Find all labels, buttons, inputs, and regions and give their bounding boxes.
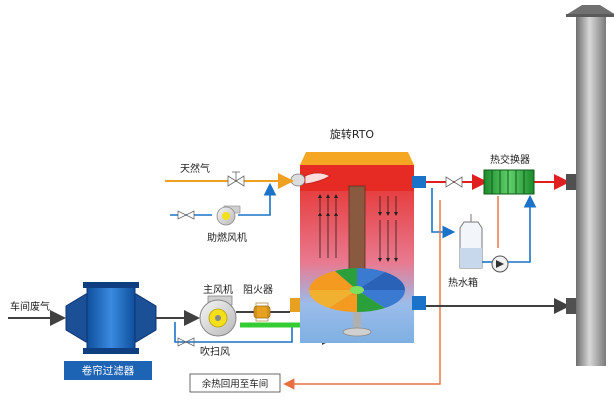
bypass-line <box>431 188 456 239</box>
flame-arrester-label: 阻火器 <box>243 284 273 296</box>
waste-heat-line <box>283 196 499 390</box>
rotary-rto <box>290 152 414 343</box>
combustion-fan-line <box>170 182 277 220</box>
waste-heat-box <box>189 373 281 393</box>
heat-exchanger-label: 热交换器 <box>490 153 530 166</box>
natural-gas-label: 天然气 <box>180 162 210 175</box>
hot-water-tank <box>459 214 483 269</box>
purge-air-label: 吹扫风 <box>200 345 230 358</box>
curtain-filter-label-bg <box>64 361 152 380</box>
curtain-filter-label: 卷帘过滤器 <box>82 364 135 377</box>
exhaust-stack <box>566 5 614 366</box>
combustion-fan-label: 助燃风机 <box>207 231 247 244</box>
clean-gas-line <box>412 296 576 314</box>
pump-to-exchanger-line <box>508 194 537 263</box>
waste-heat-label: 余热回用至车间 <box>202 378 269 390</box>
flame-arrester <box>253 302 271 322</box>
main-fan-label: 主风机 <box>203 283 233 296</box>
workshop-exhaust-label: 车间废气 <box>10 300 50 313</box>
rto-flow-arrows <box>318 194 398 262</box>
heat-exchanger <box>483 169 535 195</box>
rto-inlet-flange <box>290 298 300 312</box>
water-pump <box>482 255 509 273</box>
natural-gas-line <box>165 171 294 189</box>
rto-title: 旋转RTO <box>330 127 375 141</box>
rotary-valve-disc <box>308 267 406 313</box>
hot-gas-line <box>412 174 576 190</box>
curtain-filter <box>65 282 157 354</box>
main-fan <box>199 295 237 337</box>
hot-water-tank-label: 热水箱 <box>448 276 478 289</box>
combustion-fan <box>216 205 241 226</box>
